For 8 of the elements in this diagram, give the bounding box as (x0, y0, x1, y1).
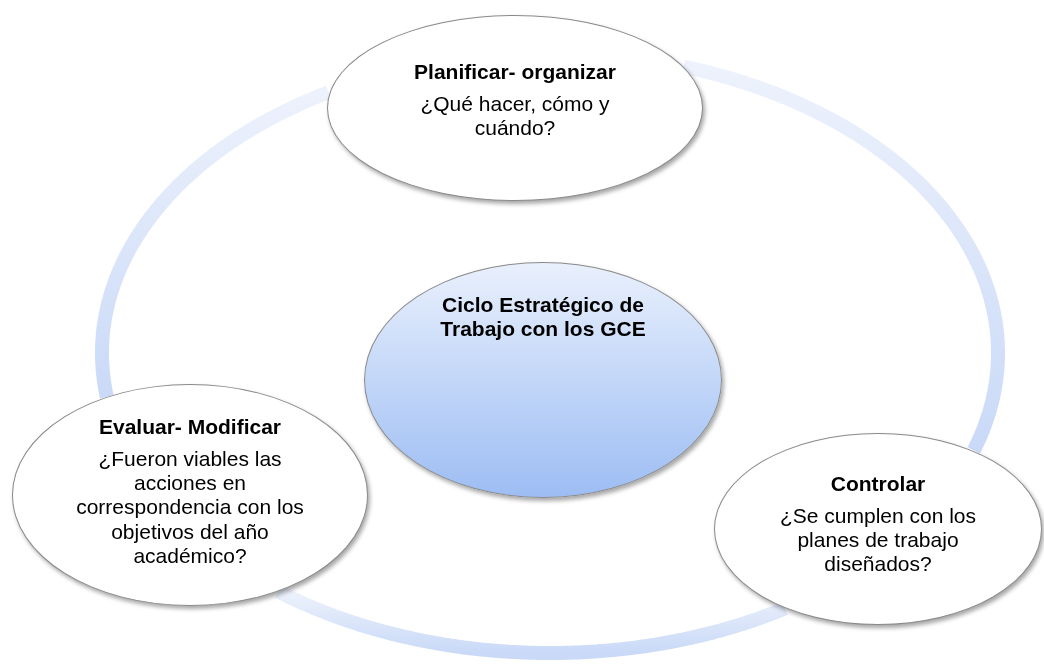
stage-question: ¿Fueron viables las acciones en correspondencia con los objetivos del año académico? (75, 447, 305, 568)
stage-title: Controlar (830, 472, 926, 497)
cycle-ring-arc (273, 585, 791, 660)
stage-title: Evaluar- Modificar (98, 415, 282, 440)
stage-question: ¿Qué hacer, cómo y cuándo? (419, 92, 611, 141)
stage-title: Ciclo Estratégico de Trabajo con los GCE (439, 293, 647, 342)
stage-question: ¿Se cumplen con los planes de trabajo diseñados? (778, 504, 978, 577)
stage-title: Planificar- organizar (414, 60, 616, 85)
